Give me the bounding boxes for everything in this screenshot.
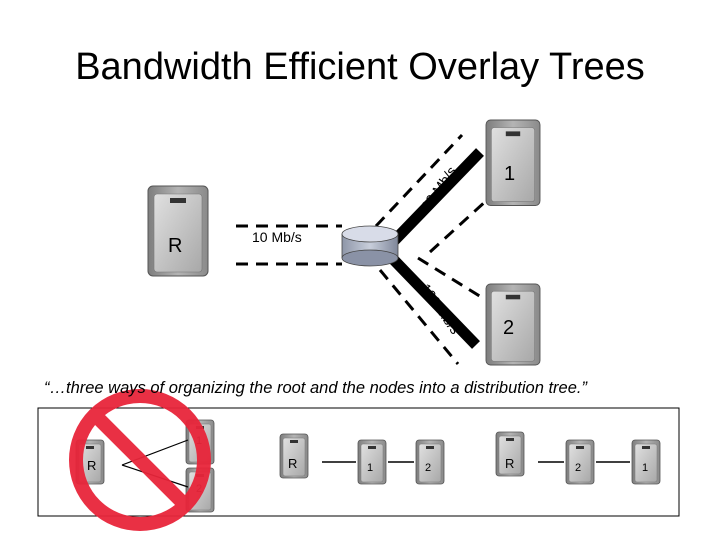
option-1-root: R bbox=[87, 458, 96, 473]
option-2-node-a: 1 bbox=[367, 462, 373, 474]
prohibited-icon bbox=[69, 389, 211, 531]
link-router-node2 bbox=[378, 254, 487, 365]
server-root-label: R bbox=[168, 235, 182, 257]
slide-title: Bandwidth Efficient Overlay Trees bbox=[75, 46, 645, 88]
server-node2: 2 bbox=[485, 283, 541, 366]
option-2: R 1 2 bbox=[279, 433, 445, 485]
server-root: R bbox=[147, 185, 209, 277]
option-3-root: R bbox=[505, 456, 514, 471]
label-link-node2: 100 Mb/s bbox=[418, 281, 464, 337]
router-icon bbox=[341, 225, 399, 267]
label-link-node1: 100 Mb/s bbox=[413, 163, 459, 219]
server-node1-label: 1 bbox=[504, 163, 515, 185]
server-icon bbox=[147, 185, 209, 277]
link-router-node1 bbox=[374, 133, 489, 254]
option-3-node-a: 2 bbox=[575, 462, 581, 474]
server-node2-label: 2 bbox=[503, 317, 514, 339]
option-2-node-b: 2 bbox=[425, 462, 431, 474]
link-root-router bbox=[236, 224, 342, 266]
option-2-root: R bbox=[288, 456, 297, 471]
option-3: R 2 1 bbox=[495, 431, 661, 485]
option-3-node-b: 1 bbox=[642, 462, 648, 474]
server-node1: 1 bbox=[485, 119, 541, 206]
quote-text: “…three ways of organizing the root and … bbox=[44, 379, 588, 397]
option-1: R 1 2 bbox=[69, 389, 215, 531]
label-link-root: 10 Mb/s bbox=[252, 229, 302, 245]
